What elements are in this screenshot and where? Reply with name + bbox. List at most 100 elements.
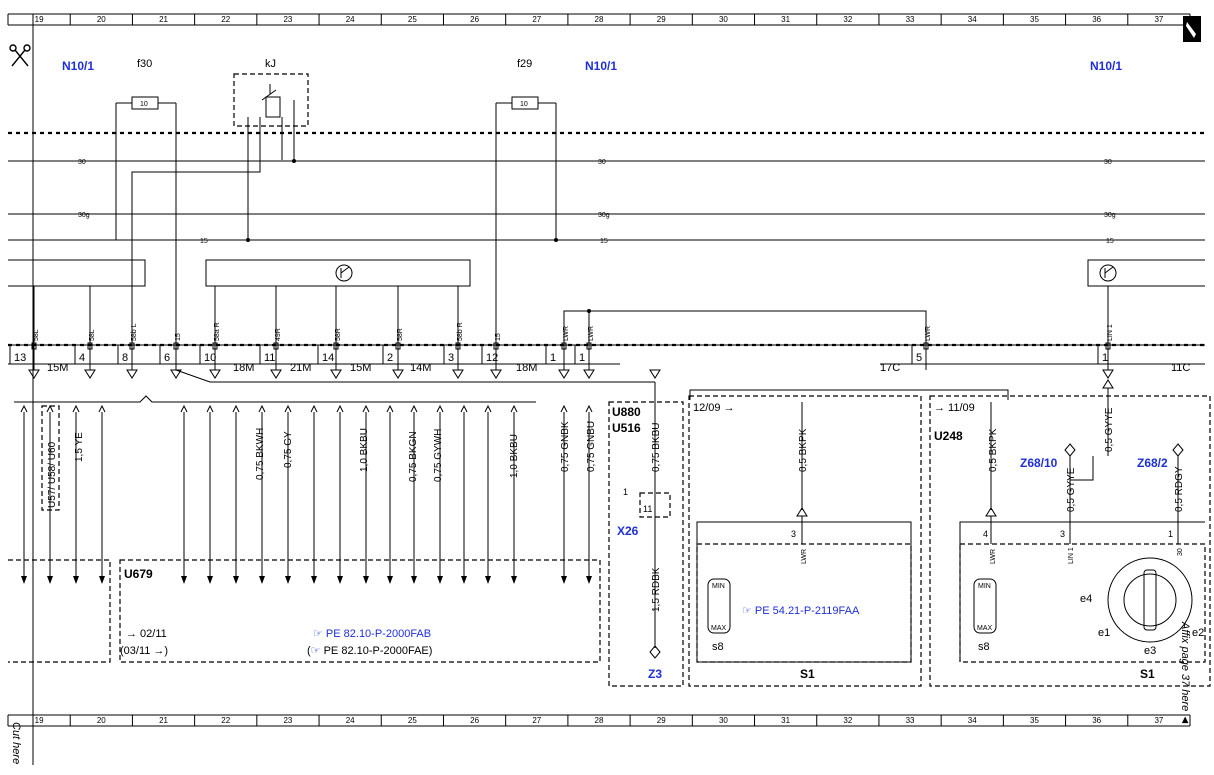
- u679-block: U679 → 02/11 (03/11 →) ☞ PE 82.10-P-2000…: [8, 559, 601, 663]
- scissors-icon: [9, 44, 31, 67]
- pin-label: 58R: [397, 328, 404, 341]
- svg-text:14M: 14M: [410, 362, 431, 374]
- pin-label: 58a R: [214, 322, 221, 341]
- connector-triangle: [452, 369, 464, 379]
- wire-stub: [232, 404, 240, 413]
- svg-text:MAX: MAX: [711, 625, 727, 632]
- svg-text:15: 15: [200, 238, 208, 245]
- svg-text:LWR: LWR: [990, 549, 997, 564]
- svg-text:15M: 15M: [350, 362, 371, 374]
- wire-stub: [258, 404, 266, 413]
- svg-text:4: 4: [983, 529, 988, 539]
- pin-number: 1: [1102, 352, 1108, 364]
- svg-text:10: 10: [520, 101, 528, 108]
- wire-stub: [336, 404, 344, 413]
- pin-label: 58b L: [131, 323, 138, 341]
- wire-stub: [46, 404, 54, 413]
- svg-text:0,75 GNBK: 0,75 GNBK: [560, 421, 571, 472]
- pin-label: LWR: [563, 326, 570, 341]
- grid-column-number: 32: [843, 15, 852, 24]
- svg-text:15: 15: [1106, 238, 1114, 245]
- grid-column-number: 31: [781, 15, 790, 24]
- pin-number: 4: [79, 352, 85, 364]
- svg-text:0,75 BKWH: 0,75 BKWH: [255, 428, 266, 480]
- grid-column-number: 27: [532, 716, 541, 725]
- output-stage-right: [1087, 259, 1205, 287]
- svg-text:U679: U679: [124, 567, 153, 581]
- grid-column-number: 32: [843, 716, 852, 725]
- pin-terminal: [586, 342, 592, 350]
- pin-wires: [33, 286, 1109, 370]
- bus-30g: 30g 30g 30g: [8, 212, 1205, 219]
- pin-terminal: [455, 342, 461, 350]
- pin-terminal: [273, 342, 279, 350]
- svg-text:12/09 →: 12/09 →: [693, 402, 735, 414]
- connector-triangle: [84, 369, 96, 379]
- pin-label: LIN 1: [1107, 324, 1114, 341]
- wire-arrow: [511, 576, 517, 584]
- n10-1-label-left: N10/1: [62, 59, 94, 73]
- grid-column-number: 34: [968, 15, 977, 24]
- svg-text:0,75 BKGN: 0,75 BKGN: [408, 431, 419, 482]
- s1-block-right: → 11/09 U248 4 LWR 3 LIN 1 1 30 MIN MAX …: [929, 388, 1211, 687]
- svg-text:S1: S1: [800, 667, 815, 681]
- pin-terminal: [923, 342, 929, 350]
- page-corner-icon: [1183, 16, 1201, 42]
- wire-stub: [460, 404, 468, 413]
- fuse-f29-label: f29: [517, 58, 532, 70]
- n10-1-label-right: N10/1: [1090, 59, 1122, 73]
- grid-column-number: 24: [346, 15, 355, 24]
- wire-arrow: [181, 576, 187, 584]
- pin-terminal: [1105, 342, 1111, 350]
- pin-number: 6: [164, 352, 170, 364]
- svg-text:s8: s8: [712, 641, 724, 653]
- wire-stub: [284, 404, 292, 413]
- wire-stub: [410, 404, 418, 413]
- fuse-f29: 10: [495, 96, 557, 370]
- svg-text:U516: U516: [612, 421, 641, 435]
- grid-column-number: 30: [719, 716, 728, 725]
- svg-text:S1: S1: [1140, 667, 1155, 681]
- output-stage-left: [8, 259, 146, 287]
- wire-arrow: [485, 576, 491, 584]
- n10-1-label-mid: N10/1: [585, 59, 617, 73]
- pin-label: LWR: [925, 326, 932, 341]
- pin-label: 58R: [335, 328, 342, 341]
- svg-text:U880: U880: [612, 405, 641, 419]
- svg-text:15: 15: [600, 238, 608, 245]
- svg-text:30g: 30g: [1104, 212, 1116, 219]
- svg-text:30: 30: [78, 159, 86, 166]
- svg-text:1,5 YE: 1,5 YE: [74, 432, 85, 462]
- downward-wires: [20, 404, 1179, 584]
- svg-text:10: 10: [140, 101, 148, 108]
- connector-triangle: [558, 369, 570, 379]
- wire-arrow: [561, 576, 567, 584]
- wire-stub: [510, 404, 518, 413]
- svg-text:(☞ PE 82.10-P-2000FAE): (☞ PE 82.10-P-2000FAE): [307, 645, 432, 657]
- pin-terminal: [493, 342, 499, 350]
- svg-text:1,0 BKBU: 1,0 BKBU: [359, 428, 370, 472]
- svg-text:(03/11 →): (03/11 →): [120, 645, 168, 657]
- grid-column-number: 33: [906, 716, 915, 725]
- u880-block: U880 U516 1 11 X26 Z3: [608, 401, 684, 687]
- wire-stub: [20, 404, 28, 413]
- relay-kj: [233, 73, 309, 240]
- svg-text:MIN: MIN: [978, 583, 991, 590]
- pin-terminal: [87, 342, 93, 350]
- output-stage-middle: [205, 259, 471, 287]
- connector-triangle: [126, 369, 138, 379]
- svg-text:MIN: MIN: [712, 583, 725, 590]
- pin-terminal: [173, 342, 179, 350]
- grid-column-number: 35: [1030, 716, 1039, 725]
- wire-arrow: [73, 576, 79, 584]
- wire-stub: [436, 404, 444, 413]
- grid-column-number: 22: [221, 716, 230, 725]
- wire-stub: [484, 404, 492, 413]
- svg-text:1: 1: [1168, 529, 1173, 539]
- fuse-f30-label: f30: [137, 58, 152, 70]
- svg-text:U248: U248: [934, 429, 963, 443]
- grid-column-number: 34: [968, 716, 977, 725]
- svg-text:U57/ U58/ U60: U57/ U58/ U60: [47, 441, 58, 508]
- s1-block-left: 12/09 → 3 LWR MIN MAX ☞ PE 54.21-P-2119F…: [688, 395, 922, 687]
